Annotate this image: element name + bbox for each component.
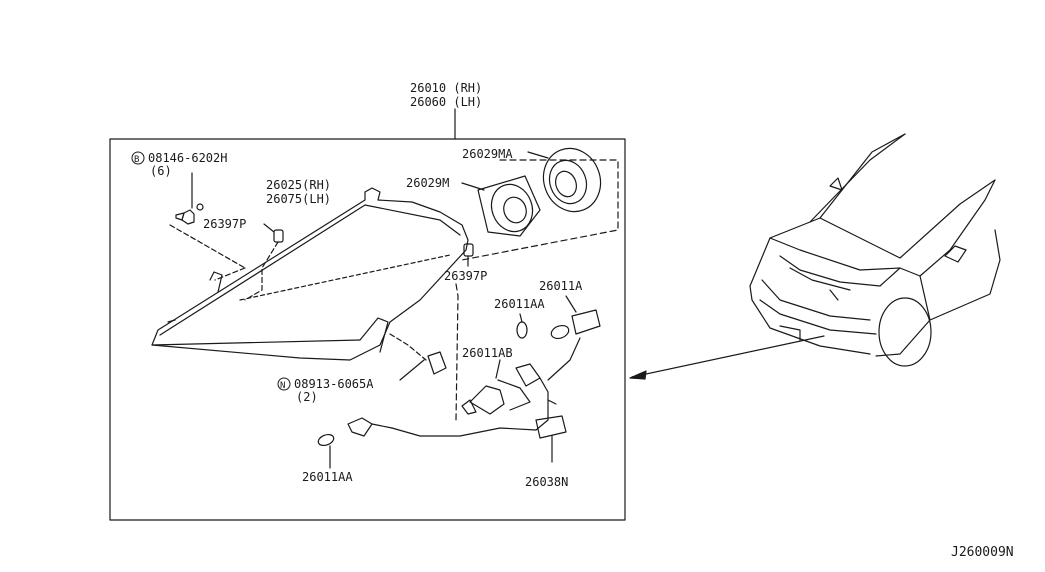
bulb-a-label: 26011A — [539, 279, 583, 293]
bulb-ab-label: 26011AB — [462, 346, 513, 360]
nut-part-number: 08913-6065A — [294, 377, 374, 391]
bolt-part-number: 08146-6202H — [148, 151, 227, 165]
clip-lower — [455, 243, 474, 421]
bulb-26011a — [547, 295, 601, 381]
nut-part — [389, 333, 447, 381]
bulb-26011ab — [461, 359, 541, 415]
assembly-label-rh: 26010 (RH) — [410, 81, 482, 95]
assembly-label-lh: 26060 (LH) — [410, 95, 482, 109]
bulb-26011aa-upper — [516, 313, 528, 339]
bulb-aa-upper-label: 26011AA — [494, 297, 545, 311]
housing-rh-label: 26025(RH) — [266, 178, 331, 192]
diagram-code: J260009N — [951, 545, 1014, 560]
harness-label: 26038N — [525, 475, 568, 489]
nut-prefix: N — [280, 381, 285, 391]
cap-ma-label: 26029MA — [462, 147, 513, 161]
harness-26038n — [391, 377, 567, 463]
headlamp-housing — [151, 187, 469, 361]
assembly-frame — [109, 138, 626, 521]
bolt-prefix: B — [134, 155, 139, 165]
bolt-quantity: (6) — [150, 164, 172, 178]
clip-upper — [244, 223, 284, 301]
clip-upper-label: 26397P — [203, 217, 246, 231]
housing-lh-label: 26075(LH) — [266, 192, 331, 206]
nut-symbol-icon — [277, 377, 291, 391]
bulb-26011aa-lower — [317, 417, 393, 469]
nut-quantity: (2) — [296, 390, 318, 404]
cap-m-part — [461, 175, 541, 237]
vehicle-sketch — [749, 133, 1001, 367]
clip-lower-label: 26397P — [444, 269, 487, 283]
bulb-aa-lower-label: 26011AA — [302, 470, 353, 484]
cap-m-label: 26029M — [406, 176, 449, 190]
cap-ma-part — [461, 147, 619, 261]
bolt-symbol-icon — [131, 151, 145, 165]
location-arrow — [629, 335, 825, 380]
part-labels: 26010 (RH) 26060 (LH) B 08146-6202H (6) … — [131, 81, 1014, 560]
bolt-part — [169, 172, 246, 281]
